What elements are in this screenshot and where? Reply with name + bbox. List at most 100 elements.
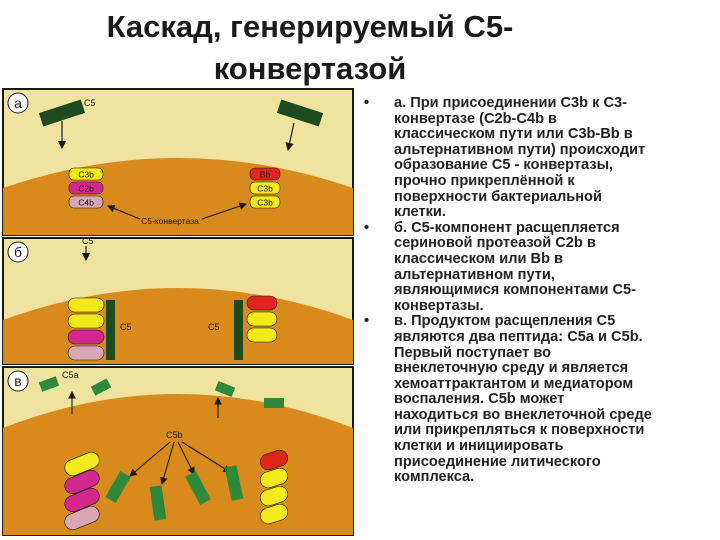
bullet-c-line-1: в. Продуктом расщепления С5 [394,313,616,330]
c5b-fragment-3 [185,471,211,505]
panel-a-letter-circle [7,92,29,114]
panel-a-letter: а [14,95,22,111]
c5-bar-right-b [234,300,243,360]
yellow-block-c-1 [64,451,100,477]
bullet-marker: • [364,219,370,236]
c5b-fragment-1 [105,471,131,503]
panel-a: а C5 C3b C2b C4b Bb C3b C3b C5-конвертаз… [2,88,354,236]
bullet-b-line-2: сериновой протеазой С2b в [394,235,596,252]
c5a-fragment-4 [264,398,284,408]
bullet-a-line-5: образование С5 - конвертазы, [394,157,614,174]
magenta-block-c-2 [64,487,100,513]
c2b-label-left: C2b [78,184,94,194]
red-block-c [259,449,289,471]
red-block-b [246,295,278,311]
pink-block-c [64,505,100,531]
bullet-a-line-2: конвертазе (С2b-С4b в [394,110,558,127]
c2b-block-left [68,181,104,195]
membrane-c [3,394,353,535]
bullet-a-line-6: прочно прикреплённой к [394,172,575,189]
c5a-label: C5a [62,370,79,380]
arrow-c5b-2 [160,441,175,486]
c5-molecule-right-a [276,99,324,127]
bullet-b-line-4: альтернативном пути, [394,266,555,283]
yellow-block-c-4 [259,503,289,525]
panel-b-letter-circle [7,241,29,263]
c3b-block-right-1 [249,181,281,195]
yellow-block-b-4 [246,327,278,343]
magenta-block-c-1 [64,469,100,495]
title-line-1: Каскад, генерируемый С5- [106,9,514,44]
c5b-label: C5b [166,430,183,440]
c5a-fragment-2 [90,378,112,396]
page-title: Каскад, генерируемый С5- конвертазой [60,6,560,90]
c5b-fragment-4 [224,465,244,501]
c3b-block-left [68,167,104,181]
bullet-a-line-1: а. При присоединении С3b к С3- [394,95,627,111]
c3b-label-left: C3b [78,170,94,180]
panel-b: б C5 C5 C5 [2,236,354,365]
bullet-c-line-10: присоединение литического [394,453,601,470]
panel-c: в C5a C5b [2,366,354,536]
bullet-list: • а. При присоединении С3b к С3- конверт… [364,95,716,486]
c4b-label-left: C4b [78,198,94,208]
arrow-a-right [285,122,295,152]
bullet-c-line-5: хемоаттрактантом и медиатором [394,375,634,392]
bullet-item-c: • в. Продуктом расщепления С5 являются д… [364,314,716,486]
bullet-a-line-4: альтернативном пути) происходит [394,141,646,158]
c5-label-right-b: C5 [208,322,220,332]
arrow-c5b-3 [177,441,195,475]
yellow-block-c-3 [259,485,289,507]
yellow-block-c-2 [259,467,289,489]
convertase-arrow-left [106,204,141,220]
c5-label-a: C5 [84,98,96,108]
bb-label-right: Bb [260,170,271,180]
c5a-fragment-3 [214,380,236,398]
bullet-a-line-8: клетки. [394,204,446,221]
convertase-arrow-right [201,202,248,220]
c5-top-label-b: C5 [82,236,94,246]
yellow-block-b-3 [246,311,278,327]
title-line-2: конвертазой [213,51,407,86]
bullet-c-line-6: воспаления. С5b может [394,391,565,408]
convertase-label: C5-конвертаза [141,216,199,226]
arrow-c5b-1 [129,441,171,477]
complement-cascade-figure: а C5 C3b C2b C4b Bb C3b C3b C5-конвертаз… [2,88,354,536]
bullet-marker: • [364,313,370,330]
c5b-fragment-2 [149,485,167,521]
bullet-b-line-5: являющимися компонентами С5- [394,282,636,299]
c3b-label-right-2: C3b [257,198,273,208]
c5-label-left-b: C5 [120,322,132,332]
yellow-block-b-1 [67,297,105,313]
bullet-b-line-1: б. С5-компонент расщепляется [394,219,620,236]
bullet-c-line-2: являются два пептида: С5а и С5b. [394,328,643,345]
arrow-c5b-4 [181,441,231,473]
c5-bar-left-b [106,300,115,360]
panel-b-letter: б [14,244,22,260]
bullet-c-line-11: комплекса. [394,469,475,486]
bullet-c-line-8: или прикрепляться к поверхности [394,422,645,439]
bullet-c-line-9: клетки и инициировать [394,438,564,455]
bullet-c-line-7: находиться во внеклеточной среде [394,406,652,423]
c4b-block-left [68,195,104,209]
bullet-marker: • [364,95,370,111]
bullet-c-line-3: Первый поступает во [394,344,552,361]
c3b-label-right-1: C3b [257,184,273,194]
bb-block-right [249,167,281,181]
c5a-fragment-1 [38,376,60,392]
bullet-a-line-7: поверхности бактериальной [394,188,602,205]
bullet-b-line-3: классическом или Bb в [394,250,564,267]
panel-c-letter-circle [7,370,29,392]
description-text: • а. При присоединении С3b к С3- конверт… [364,95,716,486]
c5-molecule-left-a [38,99,86,127]
panel-c-letter: в [14,373,21,389]
c3b-block-right-2 [249,195,281,209]
bullet-b-line-6: конвертазы. [394,297,484,314]
yellow-block-b-2 [67,313,105,329]
bullet-item-a: • а. При присоединении С3b к С3- конверт… [364,95,716,221]
bullet-item-b: • б. С5-компонент расщепляется сериновой… [364,219,716,315]
magenta-block-b [67,329,105,345]
bullet-c-line-4: внеклеточную среду и является [394,360,629,377]
pink-block-b [67,345,105,361]
bullet-a-line-3: классическом пути или С3b-Bb в [394,126,633,143]
